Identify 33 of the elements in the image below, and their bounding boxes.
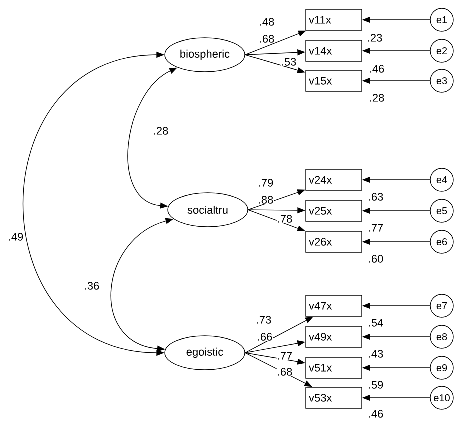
value-label: .28 bbox=[370, 94, 384, 102]
edge-label: .53 bbox=[280, 58, 298, 66]
variable-box: v14x bbox=[306, 40, 362, 62]
edge-label: .68 bbox=[276, 368, 294, 376]
variable-box: v11x bbox=[306, 9, 362, 31]
value-label: .46 bbox=[369, 410, 384, 418]
value-label: .59 bbox=[369, 381, 384, 389]
value-label: .43 bbox=[369, 350, 384, 358]
edge-label: .28 bbox=[152, 126, 170, 136]
edge-label: .68 bbox=[258, 34, 276, 44]
variable-box: v47x bbox=[306, 295, 362, 317]
edge-label: .66 bbox=[256, 332, 274, 342]
value-label: .54 bbox=[369, 319, 384, 327]
edge-label: .77 bbox=[276, 352, 294, 360]
edge-label: .79 bbox=[258, 178, 274, 188]
value-label: .63 bbox=[369, 193, 384, 201]
edge-label: .78 bbox=[276, 214, 294, 224]
variable-box: v15x bbox=[306, 70, 362, 92]
variable-box: v51x bbox=[306, 357, 362, 379]
value-label: .23 bbox=[368, 34, 382, 42]
edge-label: .49 bbox=[8, 232, 24, 242]
edge-label: .88 bbox=[258, 196, 274, 204]
value-label: .77 bbox=[369, 224, 384, 232]
variable-box: v25x bbox=[306, 200, 362, 222]
variable-box: v24x bbox=[306, 169, 362, 191]
edge-label: .73 bbox=[256, 316, 272, 324]
variable-box: v49x bbox=[306, 326, 362, 348]
variable-box: v26x bbox=[306, 231, 362, 253]
edge-label: .48 bbox=[258, 18, 276, 26]
edge-label: .36 bbox=[84, 282, 100, 290]
value-label: .60 bbox=[369, 255, 384, 263]
variable-box: v53x bbox=[306, 387, 362, 409]
value-label: .46 bbox=[370, 65, 384, 73]
